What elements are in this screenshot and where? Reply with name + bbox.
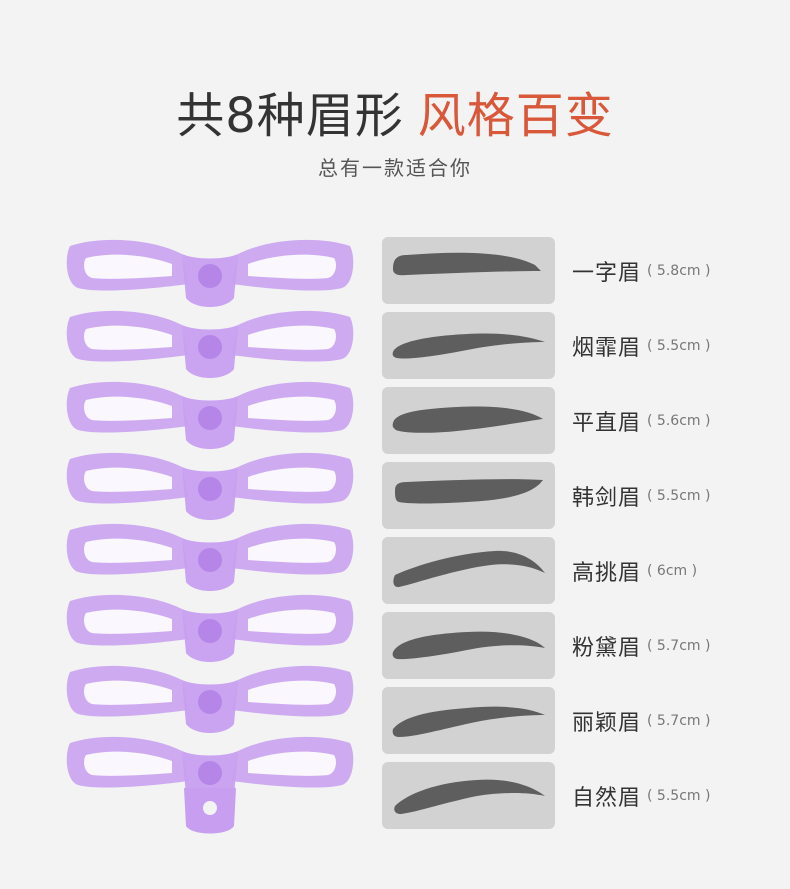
brow-size: ( 5.8cm ) xyxy=(647,262,711,279)
straight-brow-icon xyxy=(392,252,541,275)
brow-label-row: 丽颖眉 ( 5.7cm ) xyxy=(572,687,772,754)
brow-size: ( 5.6cm ) xyxy=(647,412,711,429)
stencil-stack-image xyxy=(60,228,360,838)
brow-shape-card xyxy=(382,312,555,379)
brow-shape-card xyxy=(382,462,555,529)
brow-size: ( 5.5cm ) xyxy=(647,337,711,354)
brow-label-list: 一字眉 ( 5.8cm ) 烟霏眉 ( 5.5cm ) 平直眉 ( 5.6cm ) 韩剑眉 (… xyxy=(572,237,772,837)
brow-name: 烟霏眉 xyxy=(572,335,642,361)
brow-size: ( 5.7cm ) xyxy=(647,712,711,729)
korean-sword-brow-icon xyxy=(394,478,543,503)
brow-shape-card xyxy=(382,537,555,604)
brow-shape-card xyxy=(382,237,555,304)
high-arch-brow-icon xyxy=(392,550,545,587)
misty-brow-icon xyxy=(392,332,545,359)
brow-name: 韩剑眉 xyxy=(572,485,642,511)
brow-label-row: 粉黛眉 ( 5.7cm ) xyxy=(572,612,772,679)
brow-name: 高挑眉 xyxy=(572,560,642,586)
fendai-brow-icon xyxy=(392,631,545,659)
brow-label-row: 自然眉 ( 5.5cm ) xyxy=(572,762,772,829)
brow-shape-list xyxy=(382,237,557,837)
page-subtitle: 总有一款适合你 xyxy=(318,156,472,180)
brow-label-row: 高挑眉 ( 6cm ) xyxy=(572,537,772,604)
brow-size: ( 5.5cm ) xyxy=(647,787,711,804)
brow-size: ( 5.7cm ) xyxy=(647,637,711,654)
brow-name: 丽颖眉 xyxy=(572,710,642,736)
stencil-stack-illustration xyxy=(66,239,354,834)
page-title: 共8种眉形风格百变 xyxy=(0,84,790,148)
brow-shape-card xyxy=(382,687,555,754)
brow-label-row: 烟霏眉 ( 5.5cm ) xyxy=(572,312,772,379)
brow-shape-card xyxy=(382,387,555,454)
brow-size: ( 6cm ) xyxy=(647,562,698,579)
brow-shape-card xyxy=(382,762,555,829)
brow-name: 平直眉 xyxy=(572,410,642,436)
title-main: 共8种眉形 xyxy=(176,88,404,144)
brow-name: 一字眉 xyxy=(572,260,642,286)
flat-brow-icon xyxy=(392,406,543,433)
natural-brow-icon xyxy=(393,779,545,814)
title-accent: 风格百变 xyxy=(417,88,614,144)
brow-label-row: 韩剑眉 ( 5.5cm ) xyxy=(572,462,772,529)
brow-size: ( 5.5cm ) xyxy=(647,487,711,504)
liying-brow-icon xyxy=(392,706,545,737)
brow-name: 粉黛眉 xyxy=(572,635,642,661)
brow-label-row: 平直眉 ( 5.6cm ) xyxy=(572,387,772,454)
brow-name: 自然眉 xyxy=(572,785,642,811)
brow-label-row: 一字眉 ( 5.8cm ) xyxy=(572,237,772,304)
brow-shape-card xyxy=(382,612,555,679)
